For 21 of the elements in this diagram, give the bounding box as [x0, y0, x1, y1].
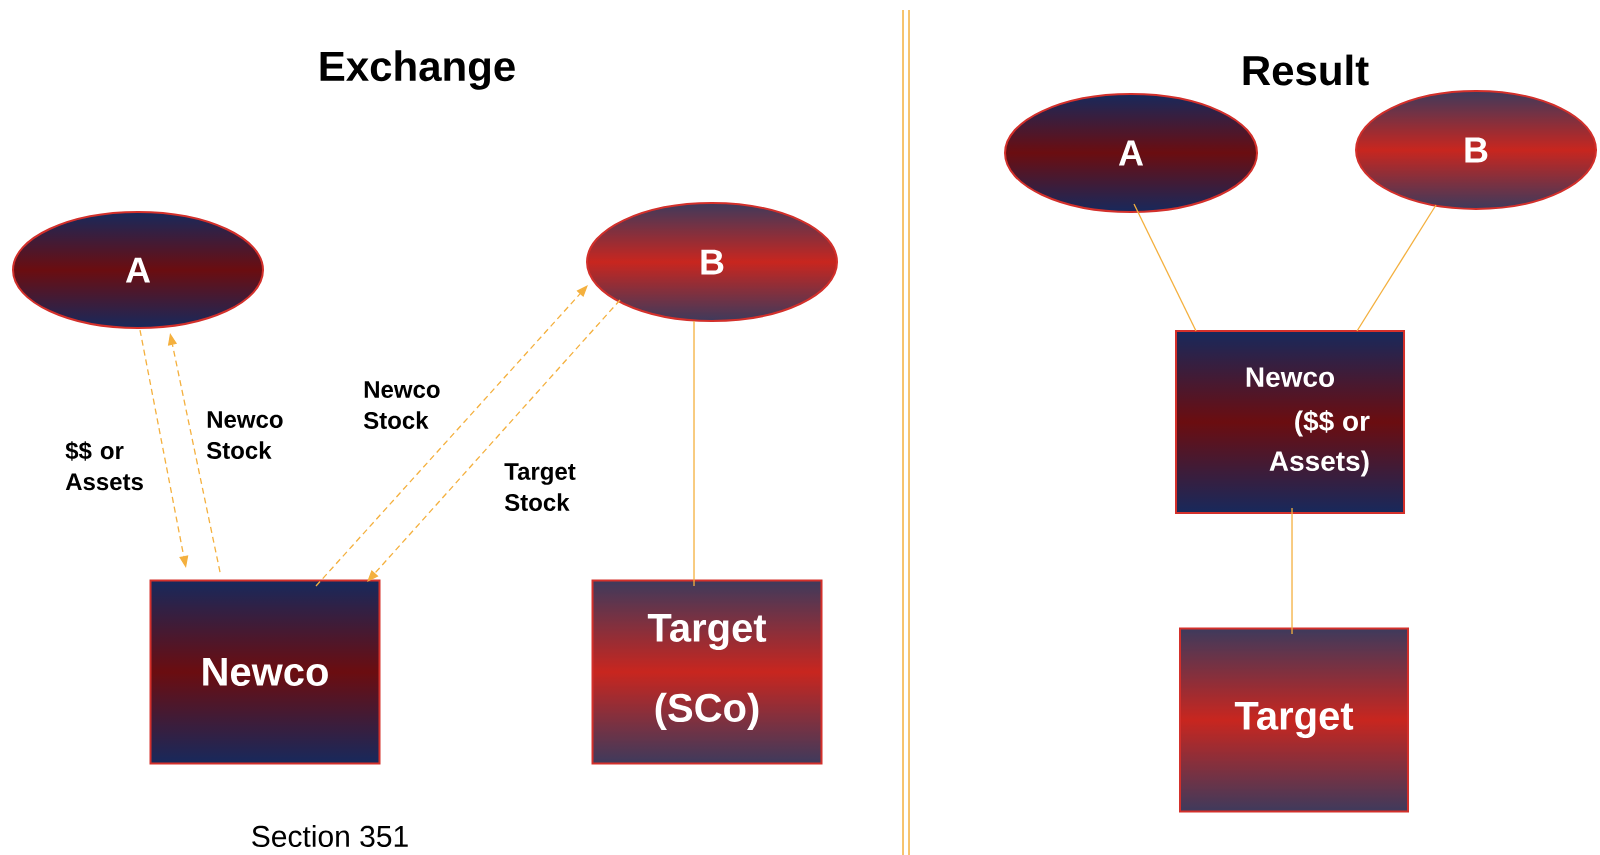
edge-label: Newco Stock	[363, 381, 440, 429]
section-heading: Exchange	[320, 50, 515, 90]
ellipse-node: B	[1355, 90, 1597, 210]
entity-box: Newco ($$ or Assets)	[1175, 330, 1405, 514]
edge-label: Newco Stock	[206, 411, 283, 459]
connector-line	[1356, 204, 1437, 332]
entity-box: Target	[1179, 627, 1409, 813]
footnote-text: Section 351	[252, 825, 408, 848]
edge-label: Target Stock	[504, 463, 576, 511]
connector-line	[1133, 203, 1197, 332]
arrow	[315, 285, 588, 587]
entity-box: Newco	[149, 579, 381, 765]
ellipse-node: B	[586, 202, 838, 322]
ellipse-node: A	[12, 211, 264, 329]
ellipse-node: A	[1004, 93, 1258, 213]
connector-line	[1291, 507, 1293, 635]
section-heading: Result	[1243, 54, 1369, 86]
entity-box: Target (SCo)	[591, 579, 823, 765]
edge-label: $$ or Assets	[65, 441, 143, 491]
arrow	[367, 299, 621, 582]
connector-line	[693, 320, 695, 587]
